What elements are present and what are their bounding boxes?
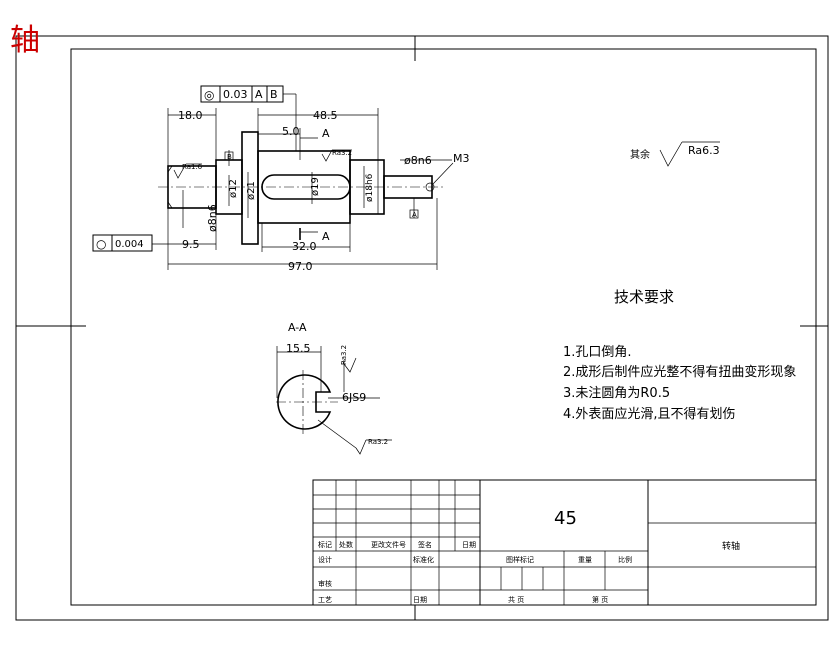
dim-5: 5.0 [282, 125, 300, 138]
section-label: A-A [288, 321, 307, 334]
label-stage: 图样标记 [506, 555, 534, 564]
title-block [312, 479, 817, 606]
tech-item-2: 2.成形后制件应光整不得有扭曲变形现象 [563, 364, 796, 380]
label-design: 设计 [318, 555, 332, 564]
section-mark-a-top: A [322, 127, 330, 140]
gdt-frame-circularity: ○ 0.004 [92, 234, 153, 252]
dim-32: 32.0 [292, 240, 317, 253]
label-weight: 重量 [578, 556, 592, 564]
dim-dia8n6-left: ø8n6 [206, 204, 219, 232]
dim-dia21: ø21 [246, 181, 257, 200]
row-label-mark: 标记 [318, 540, 332, 549]
tech-item-1: 1.孔口倒角. [563, 345, 632, 360]
label-process: 工艺 [318, 596, 332, 604]
tech-item-4: 4.外表面应光滑,且不得有划伤 [563, 406, 736, 422]
datum-b-tag: B [227, 153, 232, 161]
roughness-other-value: Ra6.3 [688, 144, 720, 157]
dim-dia19: ø19 [310, 177, 321, 196]
label-standard: 标准化 [413, 555, 434, 564]
tech-title: 技术要求 [614, 288, 674, 306]
label-total: 共 页 [508, 595, 524, 604]
dim-9-5: 9.5 [182, 238, 200, 251]
roughness-other-label: 其余 [630, 148, 650, 161]
datum-b-ref: B [270, 88, 278, 101]
dim-dia18h6: ø18h6 [365, 173, 375, 202]
roughness-left: Ra1.6 [182, 163, 203, 171]
roughness-section-bottom: Ra3.2 [368, 438, 388, 446]
inner-frame [70, 48, 817, 606]
datum-a-ref: A [255, 88, 263, 101]
datum-a-tag: A [412, 211, 417, 219]
section-mark-a-bottom: A [322, 230, 330, 243]
material: 45 [554, 508, 577, 529]
tech-item-3: 3.未注圆角为R0.5 [563, 386, 670, 401]
dim-97: 97.0 [288, 260, 313, 273]
label-sheet: 第 页 [592, 595, 608, 604]
circularity-icon: ○ [96, 237, 106, 251]
row-label-count: 处数 [339, 540, 353, 549]
label-date: 日期 [413, 596, 427, 604]
label-review: 审核 [318, 579, 332, 588]
section-a-a-view [276, 346, 392, 455]
title-char: 轴 [10, 23, 40, 58]
dim-48-5: 48.5 [313, 109, 338, 122]
roughness-top: Ra3.2 [332, 149, 352, 157]
dim-dia12: ø12 [228, 179, 239, 198]
part-name: 转轴 [722, 540, 740, 552]
label-scale: 比例 [618, 555, 632, 564]
gdt-frame-coaxiality: ◎ 0.03 A B [200, 85, 284, 103]
dim-m3: M3 [453, 152, 470, 165]
row-label-change: 更改文件号 [371, 540, 406, 549]
coaxiality-icon: ◎ [204, 88, 214, 102]
dim-keyway-6js9: 6JS9 [342, 391, 366, 404]
dim-dia8n6-right: ø8n6 [404, 154, 432, 167]
outer-frame [15, 35, 829, 621]
roughness-section-side: Ra3.2 [340, 345, 348, 365]
dim-18: 18.0 [178, 109, 203, 122]
shaft-main-view [152, 93, 454, 270]
dim-15-5: 15.5 [286, 342, 311, 355]
coaxiality-tolerance: 0.03 [223, 88, 248, 101]
row-label-sign: 签名 [418, 540, 432, 549]
row-label-date: 日期 [462, 541, 476, 549]
circularity-tolerance: 0.004 [115, 239, 144, 250]
